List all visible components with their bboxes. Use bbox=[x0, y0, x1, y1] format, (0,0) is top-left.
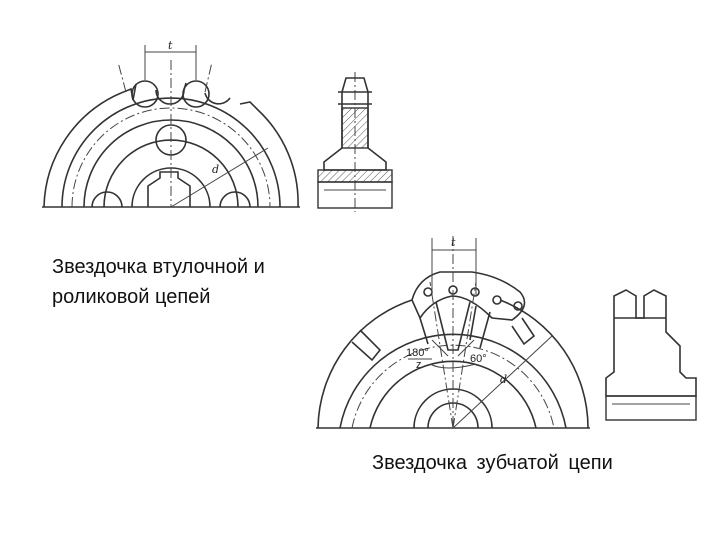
outer-rim-left bbox=[317, 299, 413, 429]
toothed-sprocket-front-view: t d 180° z 60° bbox=[316, 236, 590, 429]
tooth-section bbox=[605, 289, 697, 397]
pitch-circle bbox=[351, 344, 555, 429]
caption-roller-sprocket: Звездочка втулочной и роликовой цепей bbox=[52, 256, 265, 308]
pitch-label: t bbox=[168, 39, 173, 52]
roller bbox=[182, 80, 210, 108]
diameter-label: d bbox=[212, 163, 219, 176]
roller-sprocket-front-view: t d bbox=[42, 39, 300, 208]
angle-180-label: 180° bbox=[406, 347, 429, 359]
angle-180-denominator: z bbox=[416, 359, 422, 371]
roller-seat bbox=[204, 92, 231, 105]
diameter-label: d bbox=[500, 373, 507, 386]
roller bbox=[131, 80, 159, 108]
roller-seat bbox=[155, 89, 185, 105]
outer-rim-left bbox=[43, 92, 122, 208]
toothed-sprocket-side-section bbox=[605, 289, 697, 421]
outer-rim-right bbox=[499, 299, 589, 429]
hub-section bbox=[605, 395, 697, 421]
keyway bbox=[147, 171, 191, 207]
pitch-label: t bbox=[451, 236, 456, 249]
diameter-leader bbox=[452, 335, 553, 429]
angle-60-label: 60° bbox=[470, 353, 487, 365]
outer-rim-right bbox=[239, 101, 299, 208]
diameter-leader bbox=[170, 147, 269, 208]
chain-link bbox=[411, 271, 526, 321]
caption-toothed-sprocket: Звездочка зубчатой цепи bbox=[372, 452, 613, 474]
hub-section bbox=[317, 169, 393, 183]
roller-sprocket-side-section bbox=[317, 72, 393, 212]
